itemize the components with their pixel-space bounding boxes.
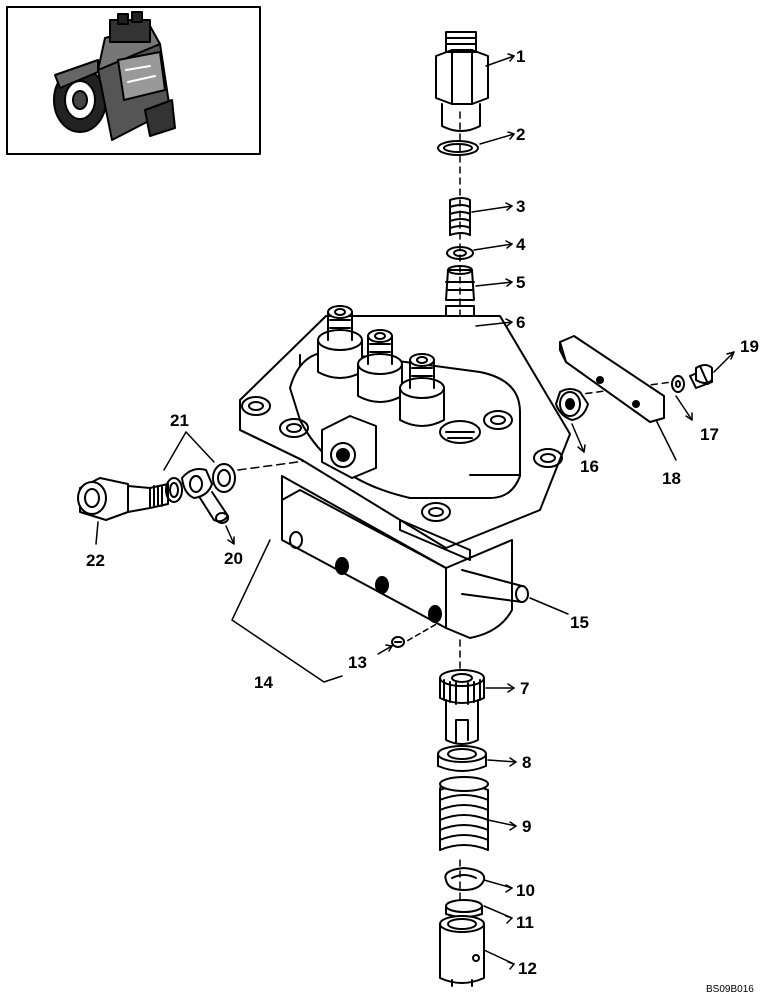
callout-17: 17 — [700, 425, 719, 444]
callout-21: 21 — [170, 411, 189, 430]
callout-2: 2 — [516, 125, 525, 144]
part-2-o-ring — [437, 140, 479, 156]
callout-3: 3 — [516, 197, 525, 216]
callout-1: 1 — [516, 47, 525, 66]
engine-icon — [53, 11, 176, 141]
part-9-plunger-spring — [439, 776, 489, 851]
callout-20: 20 — [224, 549, 243, 568]
part-22-bolt-nut — [77, 477, 169, 521]
callout-10: 10 — [516, 881, 535, 900]
callout-13: 13 — [348, 653, 367, 672]
part-7-control-sleeve — [439, 669, 485, 745]
figure-code: BS09B016 — [706, 984, 754, 995]
part-1-valve-holder — [435, 31, 489, 132]
part-8-upper-seat — [437, 745, 487, 772]
callout-19: 19 — [740, 337, 759, 356]
callout-9: 9 — [522, 817, 531, 836]
part-10-snap-ring — [444, 867, 486, 891]
callout-11: 11 — [516, 913, 534, 932]
part-19-screw — [689, 364, 713, 389]
part-12-tappet — [439, 915, 485, 987]
callout-16: 16 — [580, 457, 599, 476]
part-20-banjo-fitting — [181, 468, 229, 524]
callout-5: 5 — [516, 273, 525, 292]
part-14-pump-body — [239, 305, 571, 639]
callout-15: 15 — [570, 613, 589, 632]
callout-14: 14 — [254, 673, 273, 692]
part-3-spring — [449, 197, 471, 236]
callout-6: 6 — [516, 313, 525, 332]
part-13-screw — [391, 636, 405, 648]
part-18-plate — [559, 335, 665, 423]
engine-inset — [6, 6, 261, 155]
callout-4: 4 — [516, 235, 526, 254]
callout-leaders — [95, 53, 735, 970]
part-21-gaskets — [165, 463, 236, 503]
part-11-plunger — [445, 899, 483, 918]
part-15-control-rack — [461, 569, 529, 603]
callout-18: 18 — [662, 469, 681, 488]
part-17-washer — [671, 375, 685, 393]
callout-12: 12 — [518, 959, 537, 978]
part-16-bushing — [555, 388, 589, 421]
callout-7: 7 — [520, 679, 529, 698]
callout-labels: 1 2 3 4 5 6 7 8 9 10 11 12 13 14 15 16 1… — [86, 47, 759, 995]
callout-8: 8 — [522, 753, 531, 772]
callout-22: 22 — [86, 551, 105, 570]
